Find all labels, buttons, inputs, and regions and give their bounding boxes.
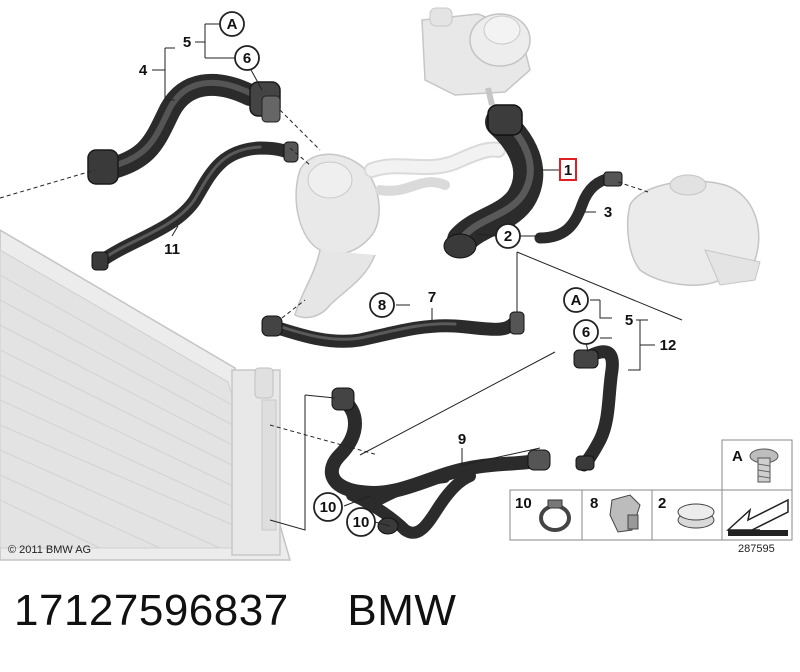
callout-a-top: A bbox=[227, 16, 238, 33]
hose-1 bbox=[443, 104, 544, 259]
legend-10-label: 10 bbox=[515, 495, 532, 512]
callout-6-top: 6 bbox=[243, 50, 251, 67]
callout-10-a: 10 bbox=[320, 499, 337, 516]
callout-9: 9 bbox=[458, 431, 466, 448]
clamp-2-icon bbox=[677, 503, 715, 529]
leader-lines bbox=[0, 23, 683, 531]
callout-7: 7 bbox=[428, 289, 436, 306]
hose-clamp-10-icon bbox=[539, 499, 571, 532]
callout-11: 11 bbox=[164, 241, 180, 258]
callout-10-b-circle bbox=[346, 507, 376, 537]
callout-3: 3 bbox=[604, 204, 612, 221]
callout-8: 8 bbox=[378, 297, 386, 314]
callout-2-circle bbox=[495, 223, 521, 249]
brand-name: BMW bbox=[347, 586, 457, 635]
parts-diagram: A 6 5 4 11 1 2 3 8 7 A 6 5 12 9 bbox=[0, 7, 793, 561]
hose-11 bbox=[91, 141, 299, 271]
callout-a-right: A bbox=[571, 292, 582, 309]
callout-10-a-circle bbox=[313, 492, 343, 522]
image-number: 287595 bbox=[738, 543, 775, 555]
copyright-text: © 2011 BMW AG bbox=[8, 544, 91, 556]
parts-legend: A 10 8 2 287595 bbox=[509, 439, 793, 555]
expansion-tank-illustration bbox=[626, 174, 761, 286]
callout-a-right-circle bbox=[563, 287, 589, 313]
hose-9 bbox=[324, 387, 551, 539]
legend-8-label: 8 bbox=[590, 495, 598, 512]
callout-4: 4 bbox=[139, 62, 148, 79]
hose-7 bbox=[261, 311, 525, 348]
sheet-arrow-icon bbox=[726, 498, 789, 536]
callout-a-top-circle bbox=[219, 11, 245, 37]
legend-a-box bbox=[721, 439, 793, 491]
radiator-illustration bbox=[0, 229, 291, 561]
callout-10-b: 10 bbox=[353, 514, 370, 531]
connector-8-icon bbox=[609, 494, 641, 533]
hose-4 bbox=[87, 73, 281, 185]
part-number: 17127596837 bbox=[14, 586, 289, 635]
callout-5-top: 5 bbox=[183, 34, 191, 51]
expansion-tank-top-illustration bbox=[421, 7, 531, 106]
callout-8-circle bbox=[369, 292, 395, 318]
thermostat-housing-illustration bbox=[294, 141, 506, 319]
callout-markers: A 6 5 4 11 1 2 3 8 7 A 6 5 12 9 bbox=[139, 11, 677, 537]
callout-6-right-circle bbox=[573, 319, 599, 345]
screw-icon bbox=[749, 448, 779, 483]
callout-12: 12 bbox=[660, 337, 677, 354]
callout-1-box bbox=[559, 158, 577, 181]
callout-6-right: 6 bbox=[582, 324, 590, 341]
part-info: 17127596837 BMW bbox=[14, 586, 794, 656]
legend-2-label: 2 bbox=[658, 495, 666, 512]
callout-5-right: 5 bbox=[625, 312, 633, 329]
legend-a-label: A bbox=[732, 448, 743, 465]
hose-3 bbox=[534, 171, 623, 244]
callout-1: 1 bbox=[564, 162, 572, 179]
callout-2: 2 bbox=[504, 228, 512, 245]
hose-12 bbox=[573, 345, 619, 472]
callout-6-top-circle bbox=[234, 45, 260, 71]
